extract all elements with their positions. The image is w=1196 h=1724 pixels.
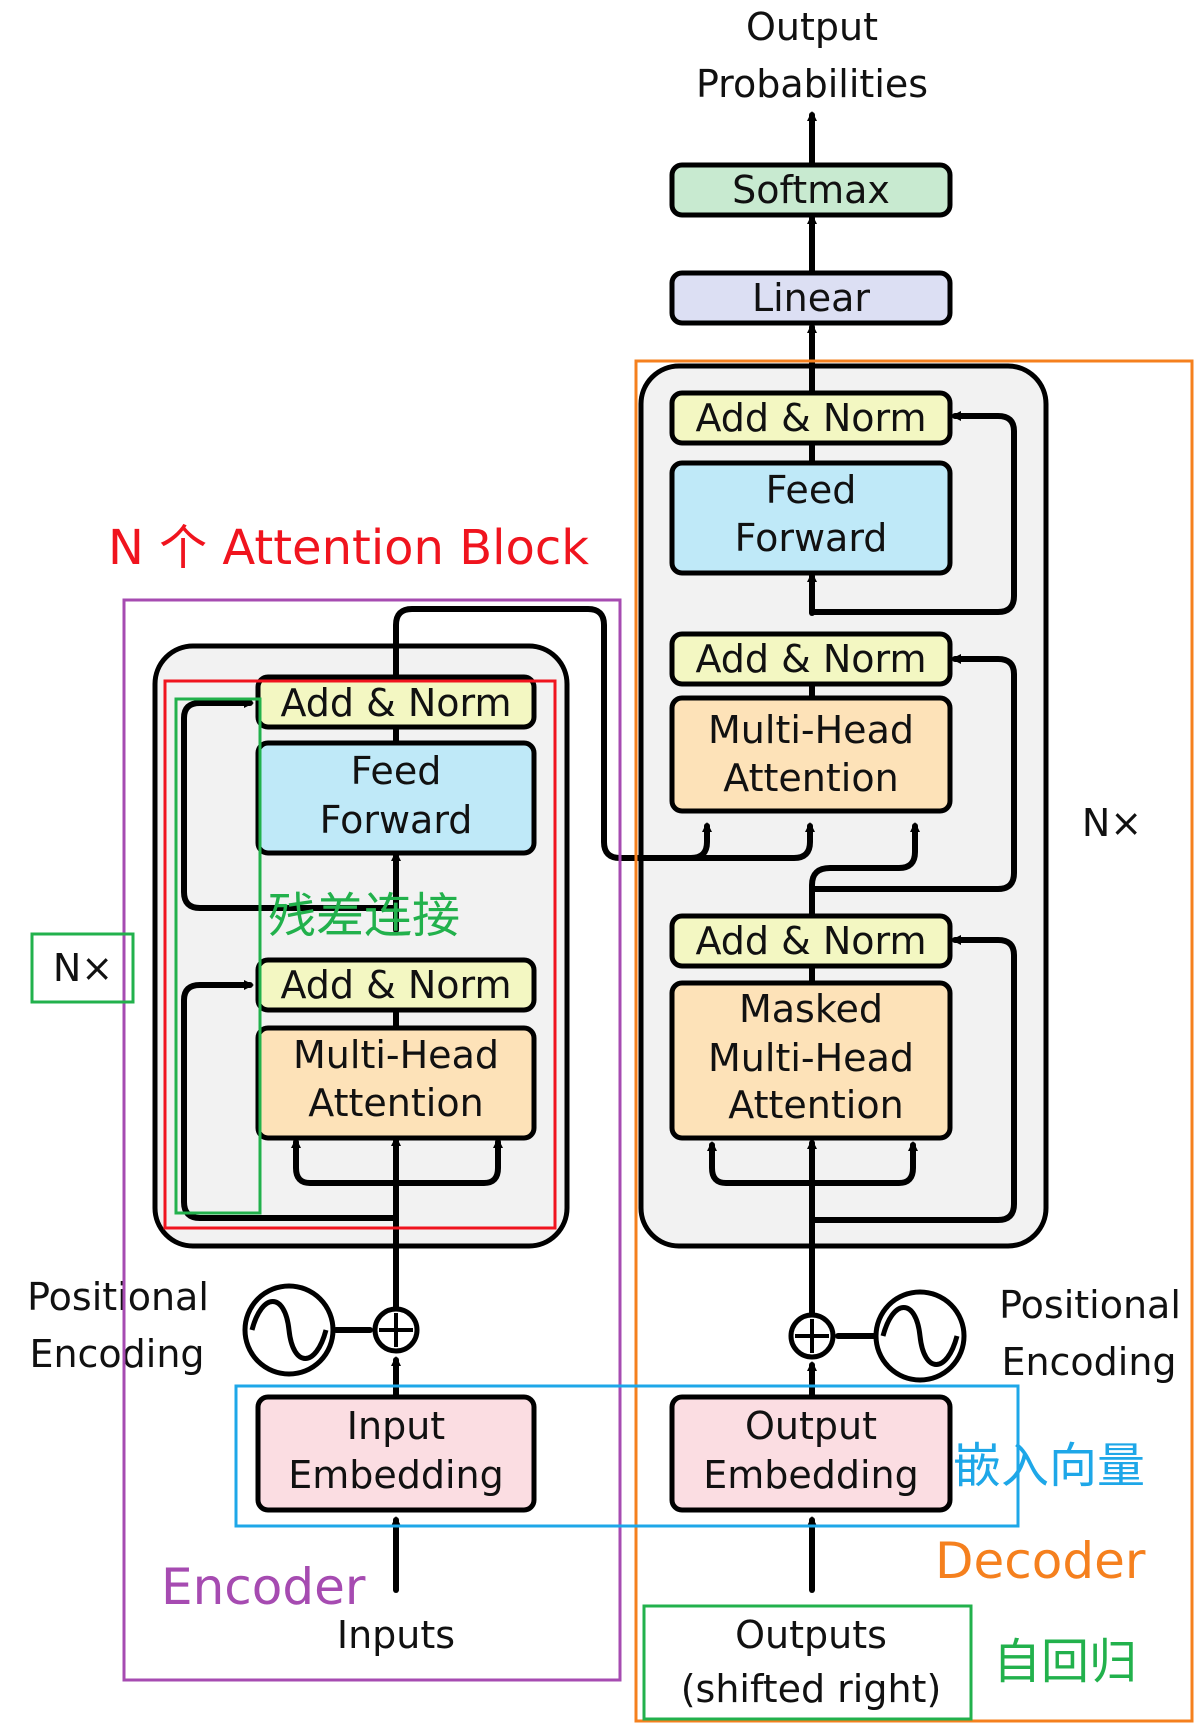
encoder-feed-forward-label-1: Feed xyxy=(351,749,442,793)
decoder-add-norm-2-label: Add & Norm xyxy=(695,637,926,681)
inputs-label: Inputs xyxy=(337,1613,455,1657)
output-embedding-label-1: Output xyxy=(745,1404,877,1448)
output-probabilities-label: Output xyxy=(746,5,878,49)
embedding-outline xyxy=(234,1384,1020,1528)
linear-box xyxy=(669,270,953,326)
decoder-mha-label-2: Attention xyxy=(723,756,898,800)
decoder-repeat-label: N× xyxy=(1082,801,1142,845)
linear-label: Linear xyxy=(752,276,870,320)
encoder-pos-enc-label-1: Positional xyxy=(27,1275,209,1319)
output-embedding-box xyxy=(669,1394,953,1513)
encoder-outline xyxy=(122,598,622,1682)
decoder-masked-label-1: Masked xyxy=(739,987,883,1031)
decoder-annotation: Decoder xyxy=(935,1532,1146,1590)
decoder-add-norm-3-label: Add & Norm xyxy=(695,919,926,963)
softmax-box xyxy=(669,162,953,218)
encoder-multi-head-attention xyxy=(255,1025,537,1141)
attention-block-outline xyxy=(163,679,557,1230)
output-embedding-label-2: Embedding xyxy=(703,1453,919,1497)
input-embedding-label-2: Embedding xyxy=(288,1453,504,1497)
outputs-outline xyxy=(642,1604,973,1721)
encoder-add-norm-bottom xyxy=(255,957,537,1013)
decoder-add-circle xyxy=(788,1312,836,1360)
residual-outline xyxy=(174,697,262,1215)
decoder-positional-encoding-icon xyxy=(873,1289,967,1383)
decoder-masked-label-2: Multi-Head xyxy=(708,1036,914,1080)
decoder-feed-forward-label-2: Forward xyxy=(735,516,888,560)
decoder-pos-enc-label-1: Positional xyxy=(999,1283,1181,1327)
autoregressive-annotation: 自回归 xyxy=(993,1634,1137,1690)
softmax-label: Softmax xyxy=(732,168,890,212)
encoder-pos-enc-label-2: Encoding xyxy=(29,1332,204,1376)
encoder-repeat-label: N× xyxy=(53,946,113,990)
input-embedding-box xyxy=(255,1394,537,1513)
residual-annotation: 残差连接 xyxy=(268,888,460,944)
decoder-add-norm-3 xyxy=(669,913,953,969)
decoder-add-norm-1-label: Add & Norm xyxy=(695,396,926,440)
encoder-layer-block xyxy=(152,643,570,1249)
decoder-mha-label-1: Multi-Head xyxy=(708,708,914,752)
encoder-annotation: Encoder xyxy=(161,1558,366,1616)
output-probabilities-label-2: Probabilities xyxy=(696,62,928,106)
encoder-add-norm-top-label: Add & Norm xyxy=(280,681,511,725)
encoder-add-norm-bottom-label: Add & Norm xyxy=(280,963,511,1007)
encoder-positional-encoding-icon xyxy=(242,1283,336,1377)
decoder-masked-attention xyxy=(669,980,953,1141)
decoder-feed-forward-label-1: Feed xyxy=(766,468,857,512)
input-embedding-label-1: Input xyxy=(347,1404,445,1448)
encoder-mha-label-1: Multi-Head xyxy=(293,1033,499,1077)
encoder-feed-forward xyxy=(255,740,537,856)
encoder-add-circle xyxy=(372,1306,420,1354)
encoder-feed-forward-label-2: Forward xyxy=(320,798,473,842)
attention-block-annotation: N 个 Attention Block xyxy=(108,520,589,576)
encoder-repeat-outline xyxy=(30,932,135,1004)
decoder-feed-forward xyxy=(669,460,953,576)
encoder-add-norm-top xyxy=(255,674,537,730)
decoder-multi-head-attention xyxy=(669,695,953,814)
outputs-label-1: Outputs xyxy=(735,1613,887,1657)
decoder-add-norm-1 xyxy=(669,390,953,446)
decoder-pos-enc-label-2: Encoding xyxy=(1001,1340,1176,1384)
decoder-add-norm-2 xyxy=(669,631,953,687)
decoder-masked-label-3: Attention xyxy=(728,1083,903,1127)
embedding-vector-annotation: 嵌入向量 xyxy=(953,1438,1145,1494)
outputs-label-2: (shifted right) xyxy=(681,1667,942,1711)
decoder-outline xyxy=(634,359,1194,1723)
connection-lines xyxy=(181,111,1017,1593)
encoder-mha-label-2: Attention xyxy=(308,1081,483,1125)
